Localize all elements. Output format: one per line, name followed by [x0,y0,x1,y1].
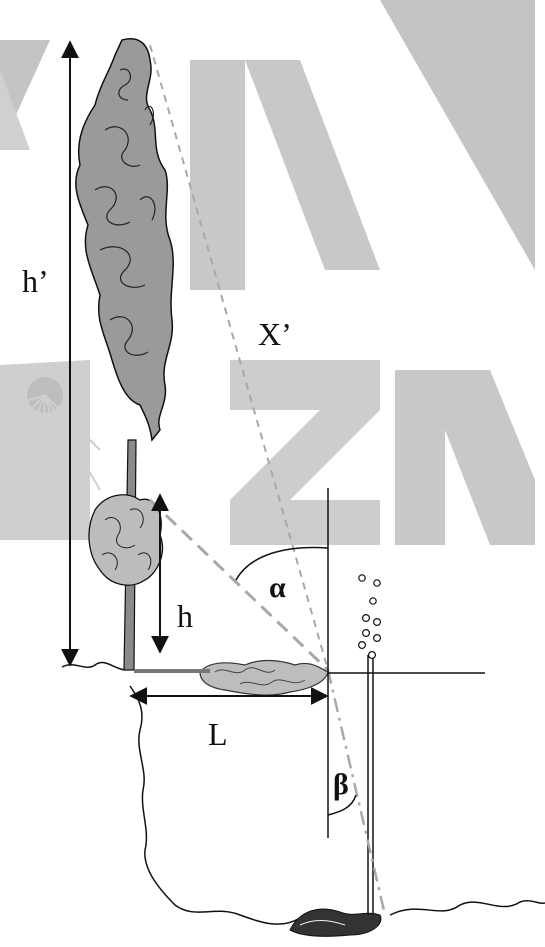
ground [61,661,545,925]
label-x-prime: X’ [258,316,292,352]
label-alpha: α [269,571,286,604]
label-h: h [177,598,193,634]
sight-lines [148,44,387,916]
alpha-arc [235,546,329,581]
beta-sight-line [326,669,387,916]
label-l: L [208,716,228,752]
observer-figure [289,908,382,937]
dimension-arrows [61,40,329,705]
h-sight-line [148,498,330,672]
label-h-prime: h’ [22,263,49,299]
reference-lines [235,488,485,838]
ground-fire [134,659,329,696]
beta-arc [327,794,357,816]
small-tree [88,494,164,586]
watermark [0,0,535,545]
plume [358,574,382,915]
x-prime-line [149,44,329,671]
label-beta: β [333,768,349,801]
